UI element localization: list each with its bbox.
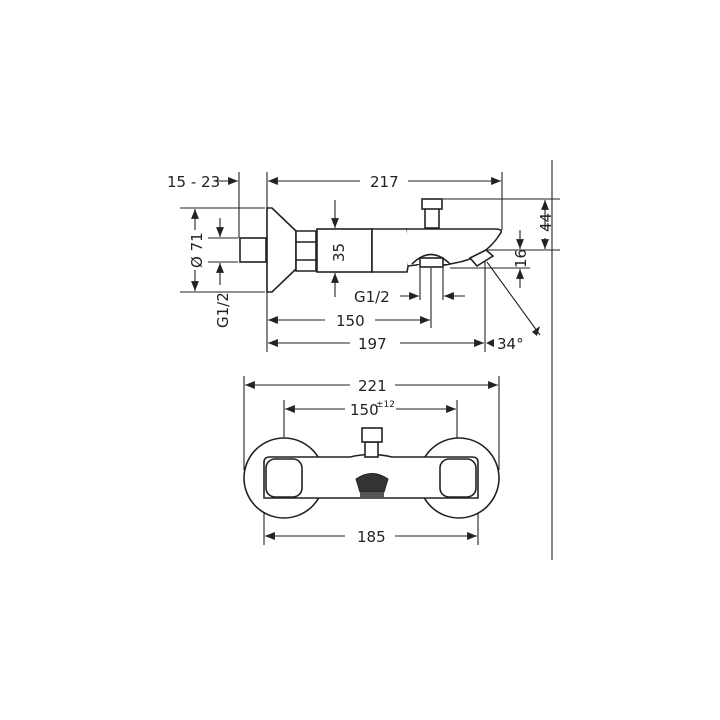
pipe-stub: [239, 237, 267, 263]
label-outlet-distance: 150: [336, 312, 365, 330]
label-overall-length: 217: [370, 173, 399, 191]
label-body-width: 185: [357, 528, 386, 546]
label-centre-distance: 150: [350, 401, 379, 419]
label-connection-thread: G1/2: [214, 292, 232, 328]
body-right: [371, 228, 411, 273]
body-left: [316, 228, 373, 273]
label-wall-depth: 15 - 23: [167, 173, 220, 191]
label-diverter-height: 44: [537, 213, 555, 232]
aerator-front: [360, 492, 384, 498]
aerator: [419, 257, 444, 268]
diverter-cap-front: [361, 427, 383, 443]
nut: [295, 230, 317, 272]
label-spray-angle: 34°: [497, 335, 524, 353]
spout-outlet: [468, 249, 495, 268]
wall-flange: [266, 207, 297, 293]
label-spout-height: 16: [512, 249, 530, 268]
label-flange-diameter: Ø 71: [188, 232, 206, 268]
label-centre-tolerance: ±12: [376, 400, 395, 410]
label-spout-length: 197: [358, 335, 387, 353]
label-outlet-thread: G1/2: [354, 288, 390, 306]
front-view: 221 150 ±12 185: [243, 376, 500, 546]
diverter-cap: [421, 198, 443, 210]
left-handle: [265, 458, 303, 498]
label-overall-width: 221: [358, 377, 387, 395]
label-body-height: 35: [330, 243, 348, 262]
outlet-front: [355, 473, 389, 493]
diverter-stem: [424, 207, 440, 229]
side-view: 15 - 23 217 Ø 71 G1/2 35 G1/2 150 197 44…: [167, 172, 560, 353]
diverter-stem-front: [364, 441, 379, 458]
right-handle: [439, 458, 477, 498]
